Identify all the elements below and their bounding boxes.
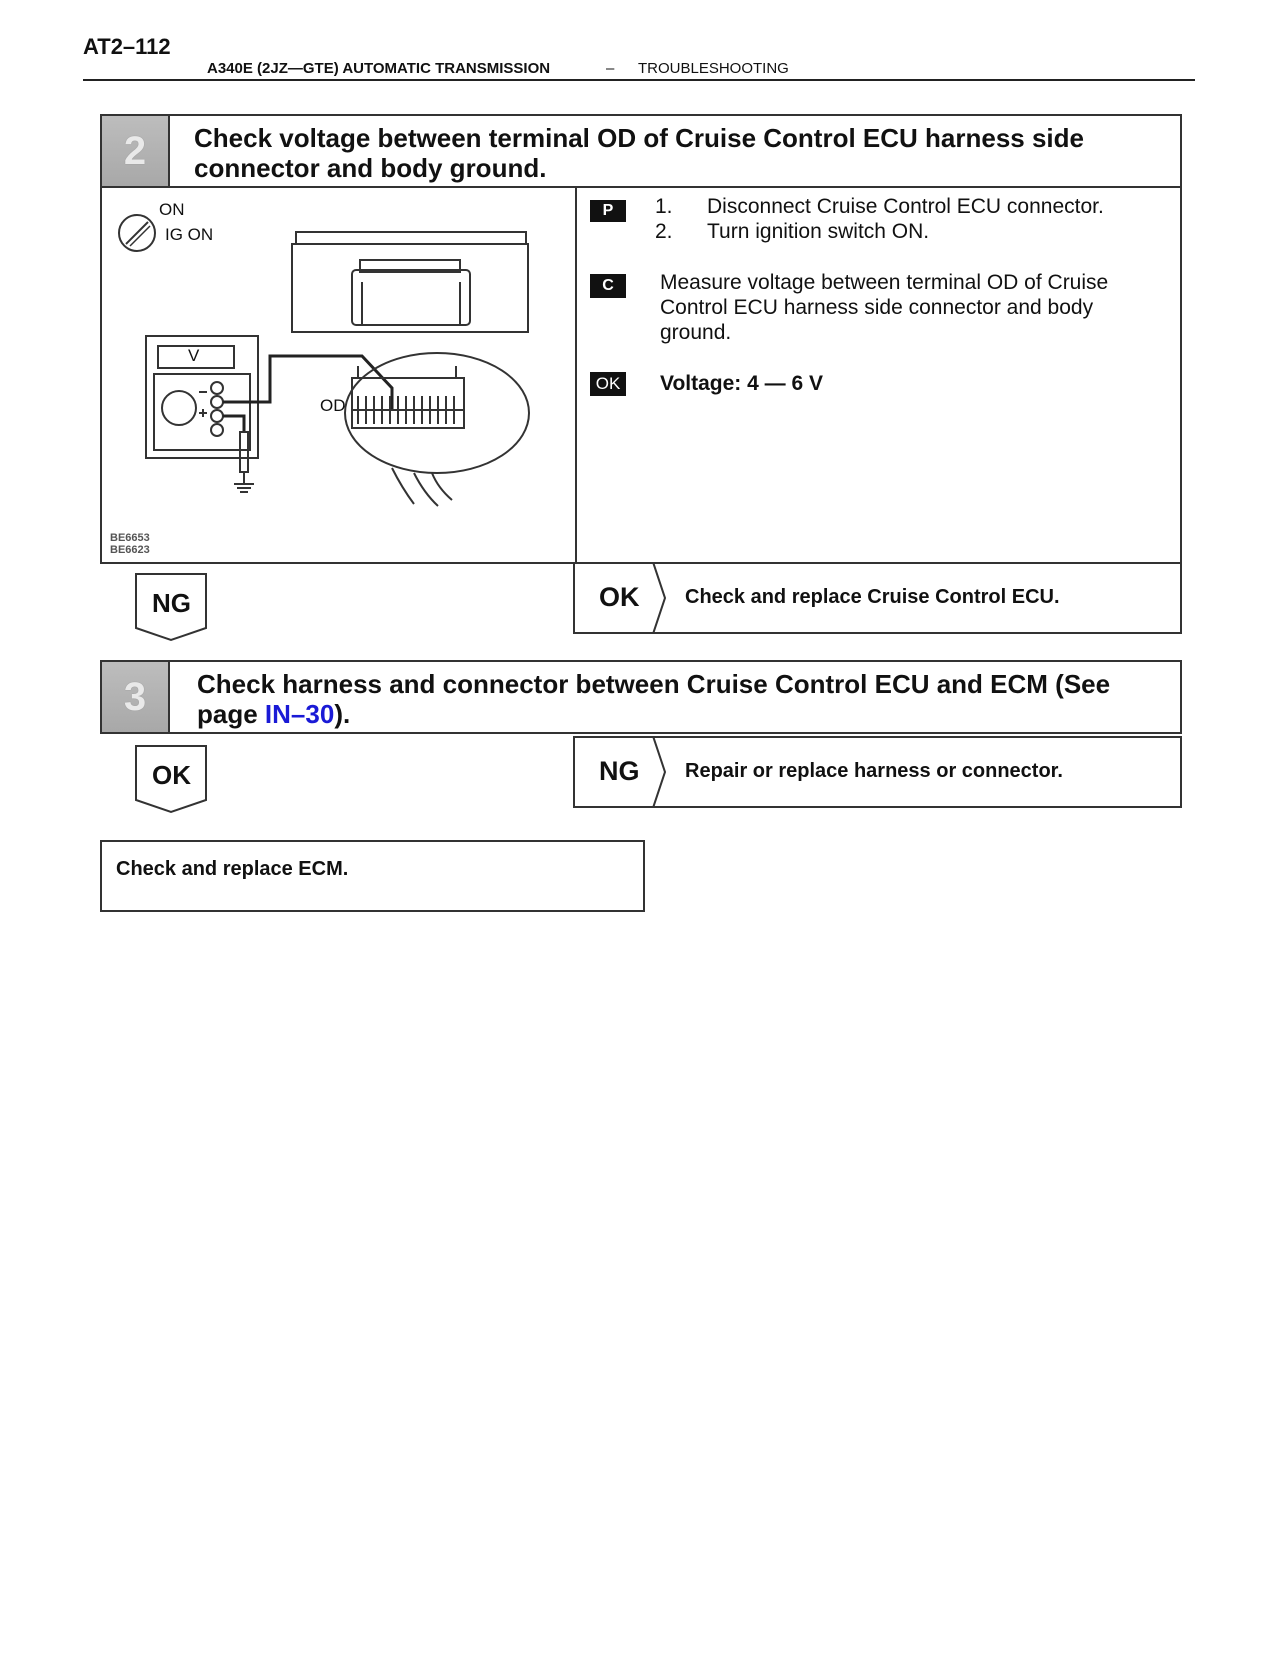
header-section: TROUBLESHOOTING	[638, 60, 789, 77]
prep-item: 1. Disconnect Cruise Control ECU connect…	[655, 194, 1165, 219]
step2-number: 2	[102, 116, 170, 186]
ig-on-label: IG ON	[165, 225, 214, 244]
step2-instructions-panel: P 1. Disconnect Cruise Control ECU conne…	[575, 186, 1182, 564]
step3-ng-label: NG	[599, 756, 640, 786]
step2-illustration-panel: ON IG ON V OD BE6653 BE6623	[100, 186, 577, 564]
ign-on-label: ON	[159, 200, 185, 219]
step2-title-line1: Check voltage between terminal OD of Cru…	[194, 123, 1084, 153]
final-result: Check and replace ECM.	[116, 858, 349, 880]
illustration-code-2: BE6623	[110, 544, 150, 556]
step2-ok-result: Check and replace Cruise Control ECU.	[685, 586, 1060, 608]
prep-item-num: 2.	[655, 220, 673, 243]
step2-title-box: 2 Check voltage between terminal OD of C…	[100, 114, 1182, 188]
header-dash: –	[606, 60, 615, 77]
harness-connector-shape	[344, 352, 530, 507]
connector-pins	[352, 396, 464, 424]
prep-list: 1. Disconnect Cruise Control ECU connect…	[655, 194, 1165, 244]
probe-leads	[223, 354, 394, 432]
meter-label: V	[188, 346, 200, 365]
step2-ok-label: OK	[599, 582, 640, 612]
check-line: ground.	[660, 321, 732, 344]
prep-item-text: Turn ignition switch ON.	[707, 220, 930, 243]
step2-ok-result-box: OK Check and replace Cruise Control ECU.	[573, 562, 1182, 634]
od-terminal-label: OD	[320, 396, 346, 415]
prep-badge: P	[590, 200, 626, 222]
header-title: A340E (2JZ—GTE) AUTOMATIC TRANSMISSION	[207, 60, 551, 77]
step3-title-box: 3 Check harness and connector between Cr…	[100, 660, 1182, 734]
check-badge: C	[590, 274, 626, 298]
chevron-right-icon	[652, 562, 667, 634]
final-result-box: Check and replace ECM.	[100, 840, 645, 912]
multimeter-shape	[145, 335, 259, 459]
step3-ng-result: Repair or replace harness or connector.	[685, 760, 1063, 782]
ok-spec: Voltage: 4 — 6 V	[660, 372, 823, 395]
step3-ok-label: OK	[152, 760, 191, 790]
step3-number: 3	[102, 662, 170, 732]
step3-title: Check harness and connector between Crui…	[197, 669, 1177, 729]
step3-title-line1: Check harness and connector between Crui…	[197, 669, 1111, 699]
ok-pointer-shape	[135, 745, 207, 814]
illustration-code-1: BE6653	[110, 532, 150, 544]
check-line: Control ECU harness side connector and b…	[660, 296, 1094, 319]
multimeter-diagram	[118, 214, 530, 507]
chevron-right-icon	[652, 736, 667, 808]
ok-badge: OK	[590, 372, 626, 396]
ng-pointer-shape	[135, 573, 207, 642]
check-line: Measure voltage between terminal OD of C…	[660, 271, 1109, 294]
page-number: AT2–112	[83, 34, 171, 59]
header-rule	[83, 79, 1195, 81]
step2-ng-label: NG	[152, 588, 191, 618]
check-instruction: Measure voltage between terminal OD of C…	[660, 270, 1166, 345]
step3-ng-result-box: NG Repair or replace harness or connecto…	[573, 736, 1182, 808]
step3-title-prefix: page	[197, 699, 265, 729]
ignition-key-icon	[118, 214, 156, 252]
step3-title-line2: page IN–30).	[197, 699, 1177, 729]
step3-title-suffix: ).	[334, 699, 351, 729]
ecu-box-shape	[291, 231, 529, 333]
prep-item-num: 1.	[655, 195, 673, 218]
ground-probe	[234, 431, 254, 493]
step2-title: Check voltage between terminal OD of Cru…	[194, 123, 1174, 183]
prep-item: 2. Turn ignition switch ON.	[655, 219, 1165, 244]
step2-title-line2: connector and body ground.	[194, 153, 547, 183]
page-ref-link[interactable]: IN–30	[264, 699, 335, 729]
prep-item-text: Disconnect Cruise Control ECU connector.	[707, 195, 1104, 218]
